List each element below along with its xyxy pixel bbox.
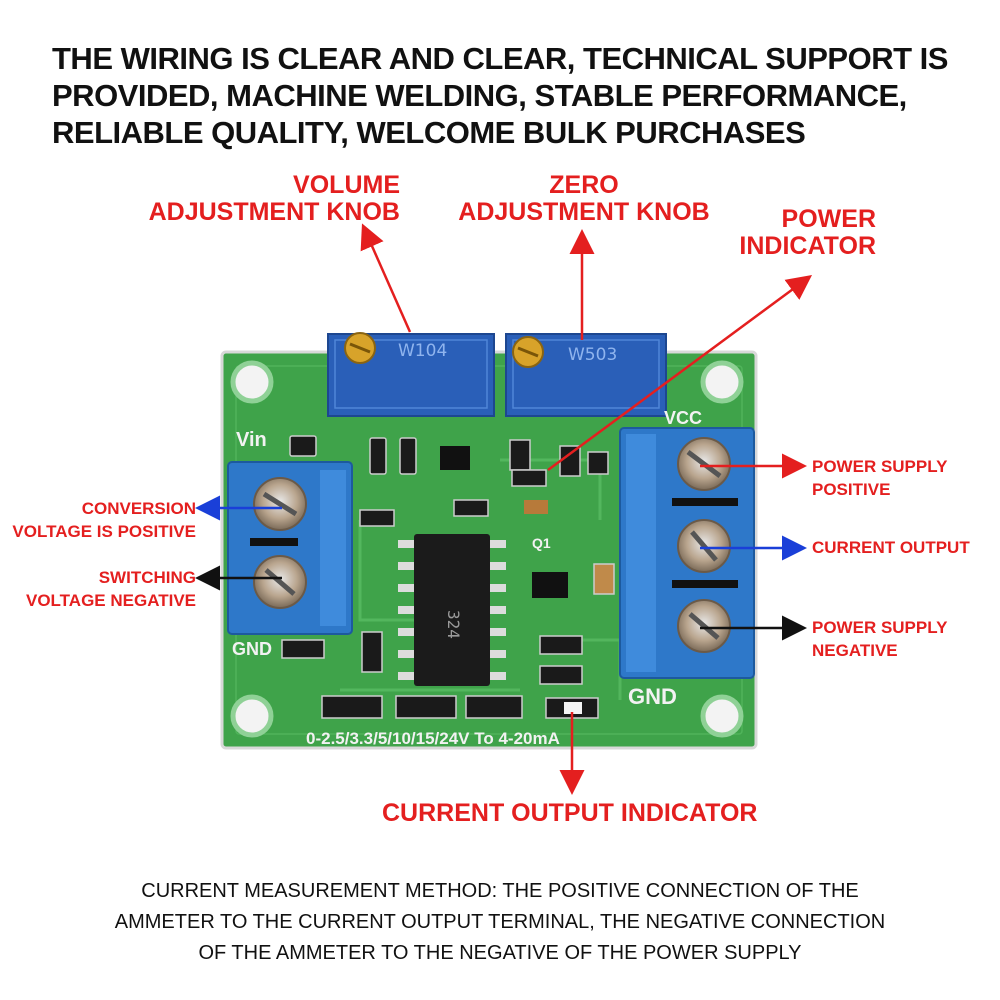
arrow-volume-knob: [360, 223, 412, 333]
silk-range: 0-2.5/3.3/5/10/15/24V To 4-20mA: [306, 729, 560, 748]
label-power-supply-negative: POWER SUPPLY NEGATIVE: [812, 618, 948, 660]
pot1-marking: W104: [398, 341, 447, 361]
silk-gnd-right: GND: [628, 684, 677, 709]
label-power-supply-positive: POWER SUPPLY POSITIVE: [812, 457, 948, 499]
label-conversion-positive: CONVERSION VOLTAGE IS POSITIVE: [12, 499, 196, 541]
terminal-block-output: [619, 427, 755, 679]
smd-components: [281, 435, 615, 719]
silk-gnd-left: GND: [232, 639, 272, 659]
silk-q1: Q1: [532, 535, 551, 551]
chip-marking: 324: [444, 610, 463, 639]
pot2-marking: W503: [568, 345, 617, 365]
silk-vin: Vin: [236, 429, 267, 451]
terminal-block-input: [227, 461, 353, 635]
mounting-holes: [230, 360, 744, 738]
label-current-output-indicator: CURRENT OUTPUT INDICATOR: [382, 799, 758, 827]
ic-chip: 324: [398, 534, 506, 686]
footer-measurement-note: CURRENT MEASUREMENT METHOD: THE POSITIVE…: [114, 880, 886, 964]
label-switching-negative: SWITCHING VOLTAGE NEGATIVE: [25, 568, 196, 610]
silk-vcc: VCC: [664, 408, 702, 428]
label-zero-knob: ZERO ADJUSTMENT KNOB: [458, 171, 710, 226]
label-current-output: CURRENT OUTPUT: [812, 538, 970, 557]
potentiometer-volume: W104: [327, 332, 495, 417]
label-volume-knob: VOLUME ADJUSTMENT KNOB: [148, 171, 400, 226]
arrow-power-indicator: [547, 275, 813, 472]
potentiometer-zero: W503: [505, 333, 667, 417]
label-power-indicator: POWER INDICATOR: [739, 205, 876, 260]
callout-arrows: [195, 223, 813, 795]
headline: THE WIRING IS CLEAR AND CLEAR, TECHNICAL…: [52, 41, 948, 150]
